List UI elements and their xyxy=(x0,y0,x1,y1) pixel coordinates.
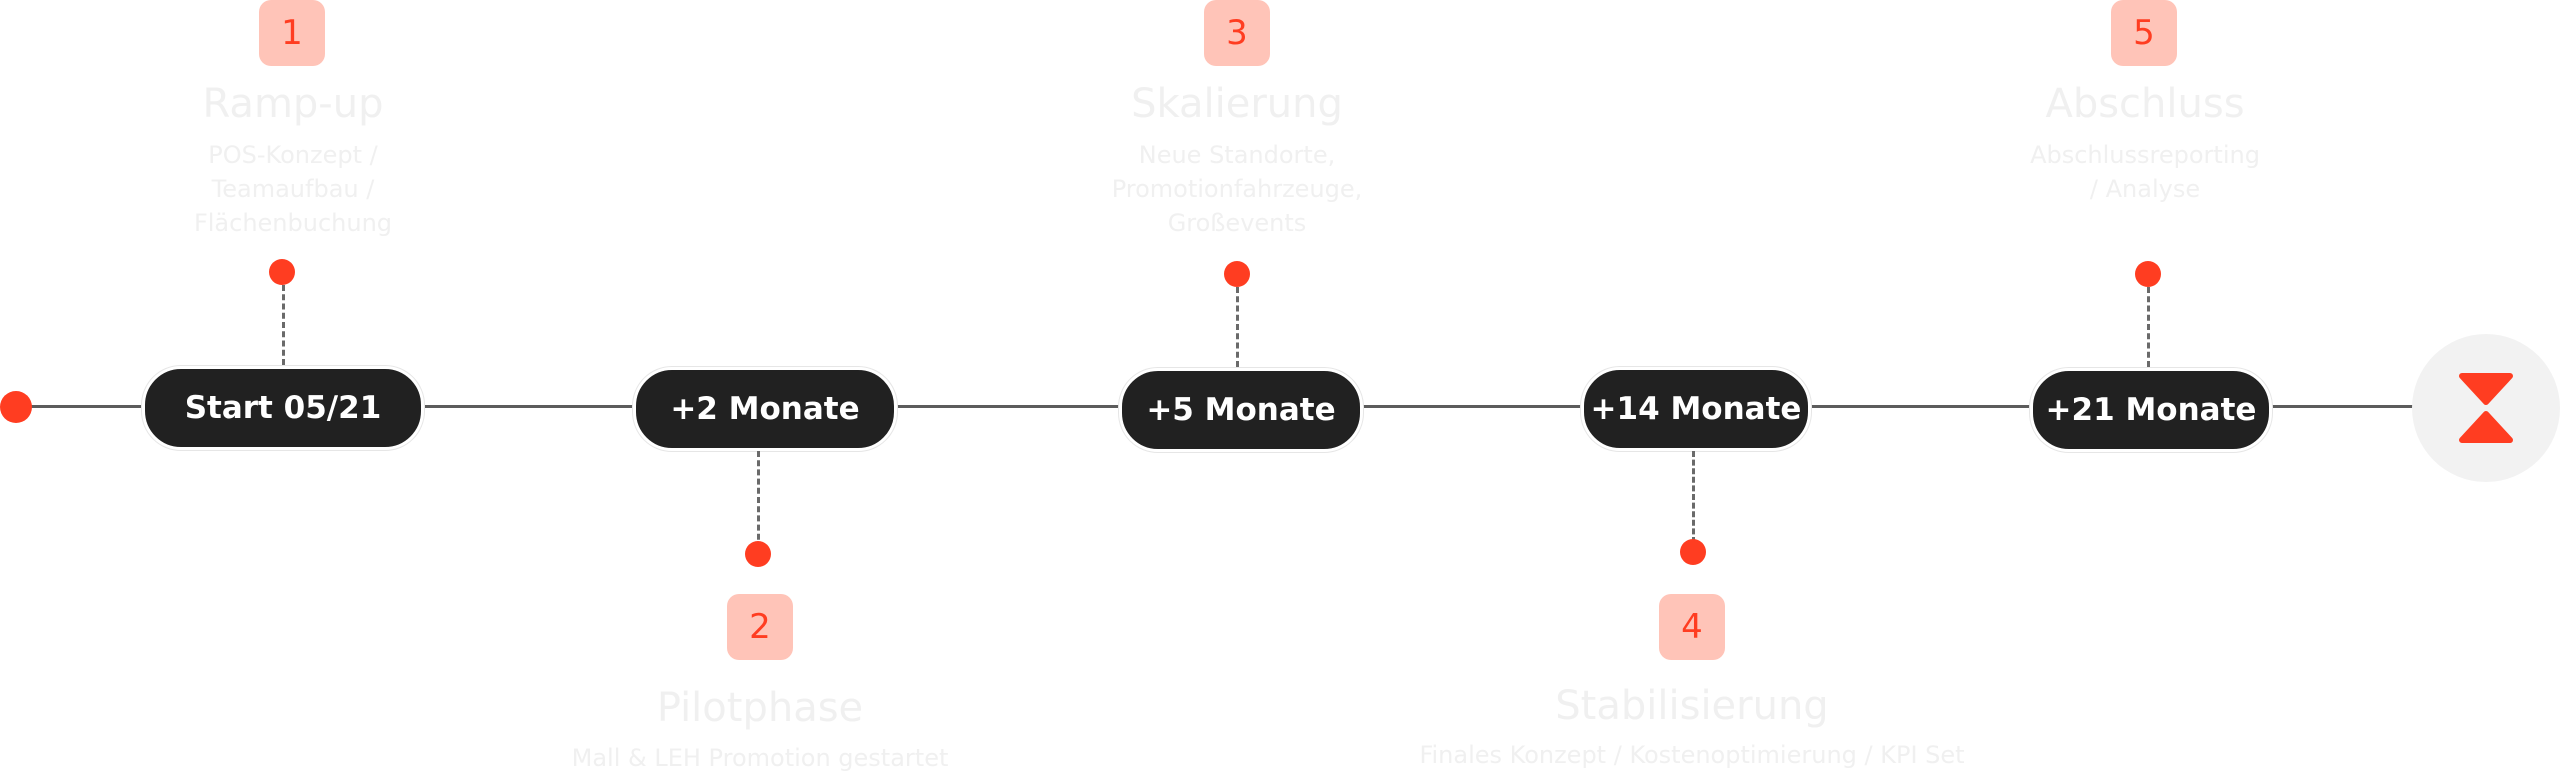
timeline-end-circle xyxy=(2412,334,2560,482)
milestone-3-date-pill: +5 Monate xyxy=(1119,368,1363,452)
hourglass-icon xyxy=(2459,373,2513,443)
milestone-1-number-badge: 1 xyxy=(259,0,325,66)
milestone-2-number-badge: 2 xyxy=(727,594,793,660)
milestone-5-dot xyxy=(2135,261,2161,287)
milestone-5-number-badge: 5 xyxy=(2111,0,2177,66)
milestone-4-dot xyxy=(1680,539,1706,565)
milestone-5-date-pill: +21 Monate xyxy=(2030,368,2272,452)
milestone-3-title: Skalierung xyxy=(1131,81,1343,127)
milestone-1-description: POS-Konzept /Teamaufbau /Flächenbuchung xyxy=(193,141,393,237)
timeline-start-dot xyxy=(0,391,32,423)
milestone-5-title: Abschluss xyxy=(2045,81,2245,127)
milestone-4-number-badge: 4 xyxy=(1659,594,1725,660)
milestone-4-connector xyxy=(1692,451,1695,543)
milestone-5-connector xyxy=(2147,287,2150,367)
milestone-2-title: Pilotphase xyxy=(656,685,864,731)
milestone-2-connector xyxy=(757,451,760,549)
milestone-2-dot xyxy=(745,541,771,567)
milestone-4-title: Stabilisierung xyxy=(1555,683,1829,729)
milestone-4-date-pill: +14 Monate xyxy=(1581,367,1811,451)
milestone-3-connector xyxy=(1236,287,1239,367)
milestone-5-description: Abschlussreporting/ Analyse xyxy=(2030,141,2260,203)
milestone-3-number-badge: 3 xyxy=(1204,0,1270,66)
milestone-1-connector xyxy=(282,285,285,365)
milestone-1-title: Ramp-up xyxy=(202,81,384,127)
milestone-1-dot xyxy=(269,259,295,285)
milestone-3-description: Neue Standorte,Promotionfahrzeuge,Großev… xyxy=(1111,141,1363,237)
milestone-2-description: Mall & LEH Promotion gestartet xyxy=(571,744,949,772)
milestone-3-dot xyxy=(1224,261,1250,287)
milestone-2-date-pill: +2 Monate xyxy=(633,367,897,451)
milestone-4-description: Finales Konzept / Kostenoptimierung / KP… xyxy=(1419,741,1965,769)
milestone-1-date-pill: Start 05/21 xyxy=(142,366,424,450)
